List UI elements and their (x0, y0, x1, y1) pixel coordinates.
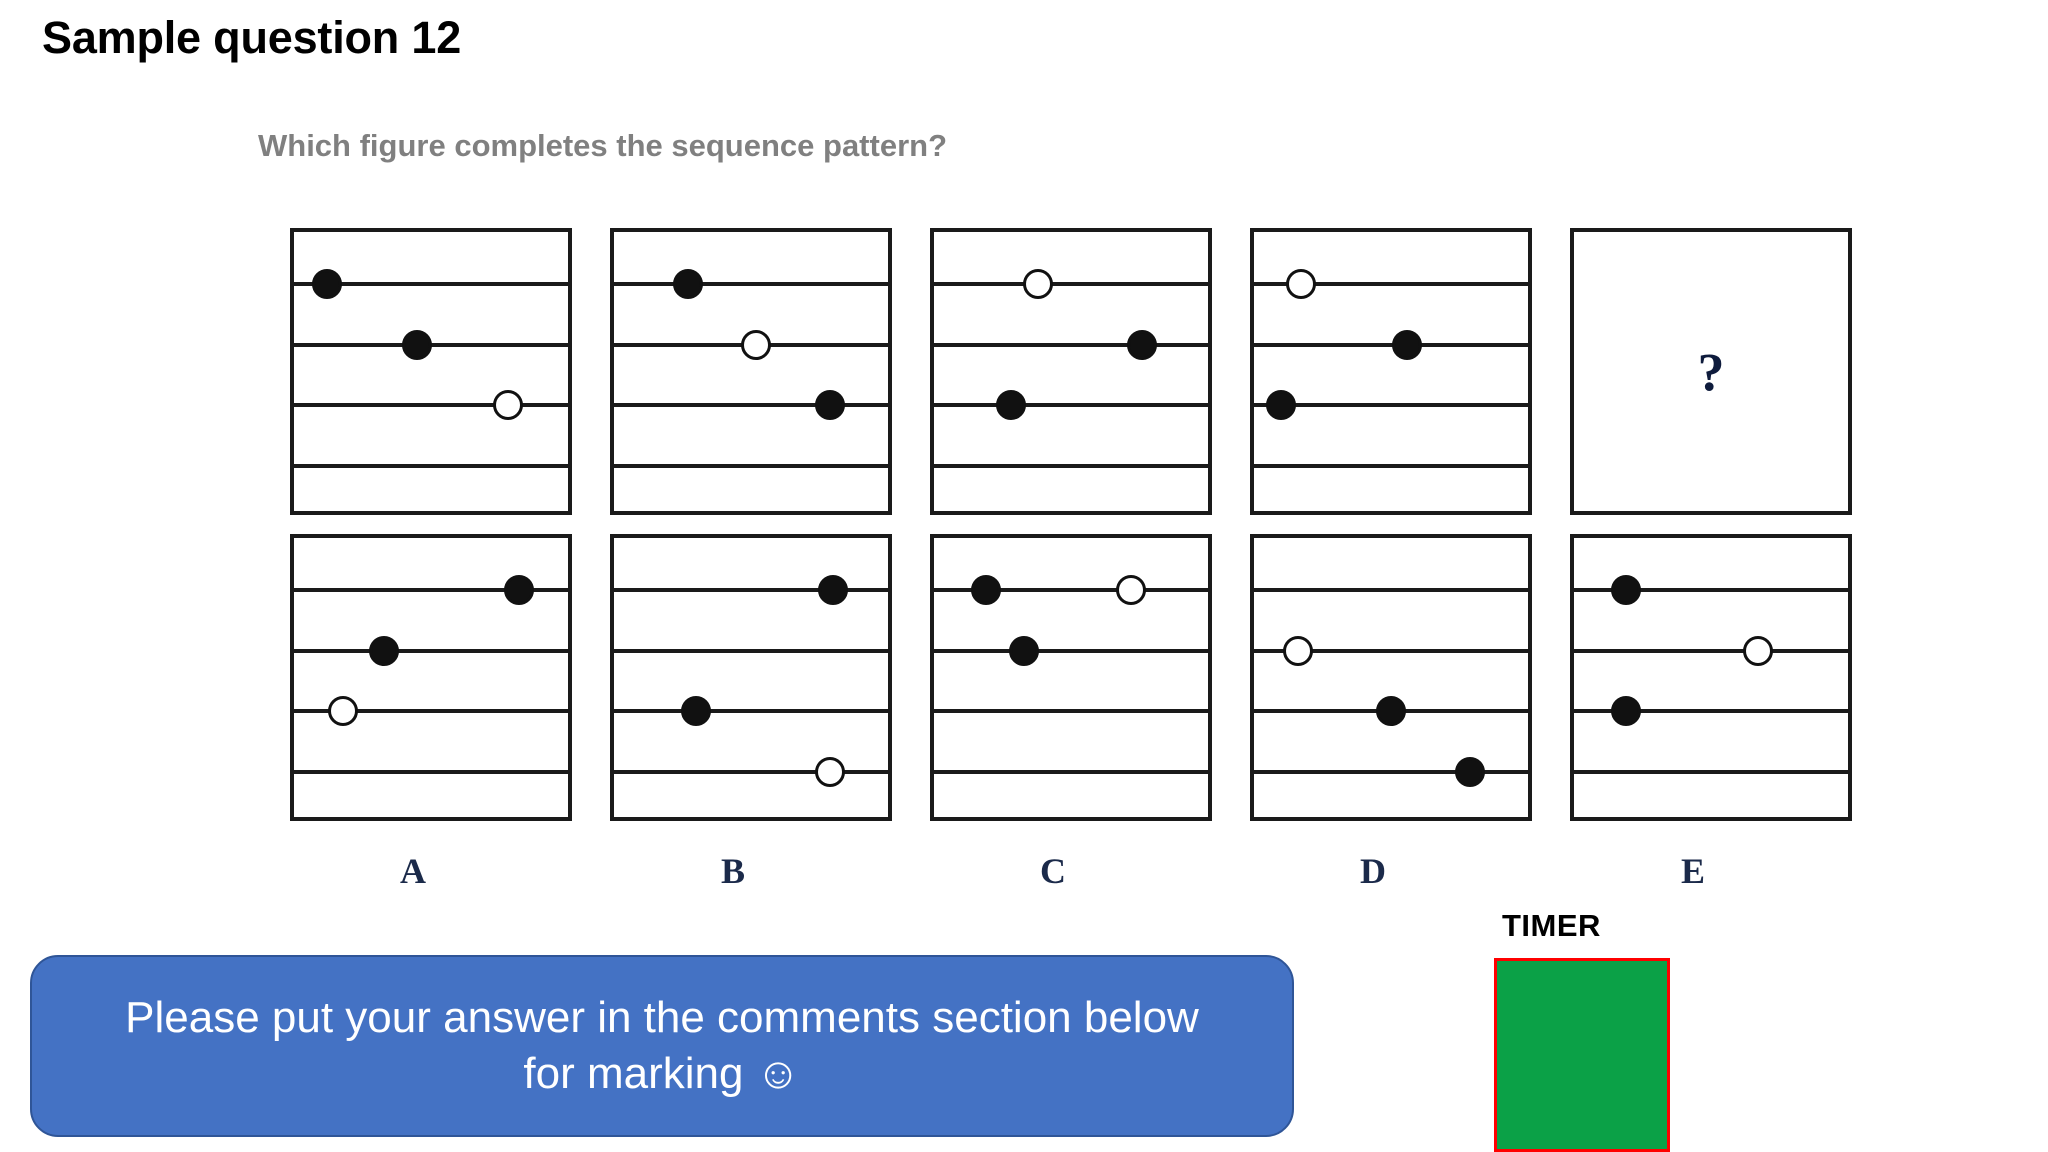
filled-dot-icon (815, 390, 846, 420)
filled-dot-icon (818, 575, 849, 605)
staff-line (1254, 588, 1528, 592)
option-letter-E[interactable]: E (1680, 851, 1705, 891)
filled-dot-icon (503, 575, 534, 605)
filled-dot-icon (1611, 696, 1642, 726)
open-circle-icon (1285, 269, 1316, 299)
panel-seq-4 (1250, 228, 1532, 515)
staff-line (1574, 588, 1848, 592)
option-letters: A B C D E (0, 850, 2048, 900)
open-circle-icon (741, 330, 772, 360)
staff-line (1254, 282, 1528, 286)
open-circle-icon (815, 757, 846, 787)
panel-option-D[interactable] (1250, 534, 1532, 821)
option-letter-A[interactable]: A (400, 851, 426, 891)
answer-instruction-text: Please put your answer in the comments s… (125, 992, 1199, 1098)
staff-line (614, 403, 888, 407)
staff-line (294, 403, 568, 407)
staff-line (934, 588, 1208, 592)
staff-line (614, 709, 888, 713)
panel-seq-3 (930, 228, 1212, 515)
staff-line (934, 464, 1208, 468)
staff-line (294, 588, 568, 592)
filled-dot-icon (1127, 330, 1158, 360)
panel-inner (934, 232, 1208, 511)
staff-line (934, 649, 1208, 653)
open-circle-icon (1742, 636, 1773, 666)
open-circle-icon (1116, 575, 1147, 605)
panel-inner (934, 538, 1208, 817)
filled-dot-icon (1455, 757, 1486, 787)
filled-dot-icon (1009, 636, 1040, 666)
staff-line (934, 709, 1208, 713)
filled-dot-icon (681, 696, 712, 726)
panel-seq-5-unknown: ? (1570, 228, 1852, 515)
panel-option-E[interactable] (1570, 534, 1852, 821)
filled-dot-icon (1266, 390, 1297, 420)
filled-dot-icon (971, 575, 1002, 605)
staff-line (934, 770, 1208, 774)
panel-seq-2 (610, 228, 892, 515)
options-row (0, 534, 2048, 824)
question-mark-icon: ? (1697, 341, 1725, 402)
staff-line (934, 343, 1208, 347)
filled-dot-icon (311, 269, 342, 299)
staff-line (1574, 649, 1848, 653)
panel-option-A[interactable] (290, 534, 572, 821)
staff-line (1574, 770, 1848, 774)
panel-option-C[interactable] (930, 534, 1212, 821)
staff-line (1574, 709, 1848, 713)
staff-line (614, 282, 888, 286)
filled-dot-icon (402, 330, 433, 360)
staff-line (1254, 403, 1528, 407)
staff-line (294, 282, 568, 286)
panel-inner (614, 538, 888, 817)
open-circle-icon (328, 696, 359, 726)
open-circle-icon (1023, 269, 1054, 299)
staff-line (934, 282, 1208, 286)
staff-line (294, 649, 568, 653)
panel-inner (1574, 538, 1848, 817)
staff-line (1254, 770, 1528, 774)
option-letter-B[interactable]: B (720, 851, 745, 891)
sequence-row: ? (0, 228, 2048, 518)
staff-line (1254, 464, 1528, 468)
staff-line (1254, 649, 1528, 653)
filled-dot-icon (369, 636, 400, 666)
option-letter-D[interactable]: D (1360, 851, 1386, 891)
answer-instruction-banner: Please put your answer in the comments s… (30, 955, 1294, 1137)
open-circle-icon (492, 390, 523, 420)
panel-inner (294, 232, 568, 511)
staff-line (294, 709, 568, 713)
staff-line (294, 464, 568, 468)
open-circle-icon (1282, 636, 1313, 666)
filled-dot-icon (995, 390, 1026, 420)
option-letter-C[interactable]: C (1040, 851, 1066, 891)
timer-label: TIMER (1502, 908, 1601, 943)
filled-dot-icon (1392, 330, 1423, 360)
panel-seq-1 (290, 228, 572, 515)
staff-line (614, 464, 888, 468)
staff-line (614, 588, 888, 592)
staff-line (1254, 343, 1528, 347)
question-prompt: Which figure completes the sequence patt… (258, 128, 948, 163)
timer-bar (1494, 958, 1670, 1152)
panel-inner (1254, 538, 1528, 817)
filled-dot-icon (1611, 575, 1642, 605)
staff-line (934, 403, 1208, 407)
staff-line (294, 770, 568, 774)
panel-inner: ? (1574, 232, 1848, 511)
panel-inner (614, 232, 888, 511)
staff-line (614, 649, 888, 653)
filled-dot-icon (672, 269, 703, 299)
panel-option-B[interactable] (610, 534, 892, 821)
filled-dot-icon (1376, 696, 1406, 726)
panel-inner (294, 538, 568, 817)
panel-inner (1254, 232, 1528, 511)
staff-line (614, 770, 888, 774)
page-title: Sample question 12 (42, 12, 462, 63)
